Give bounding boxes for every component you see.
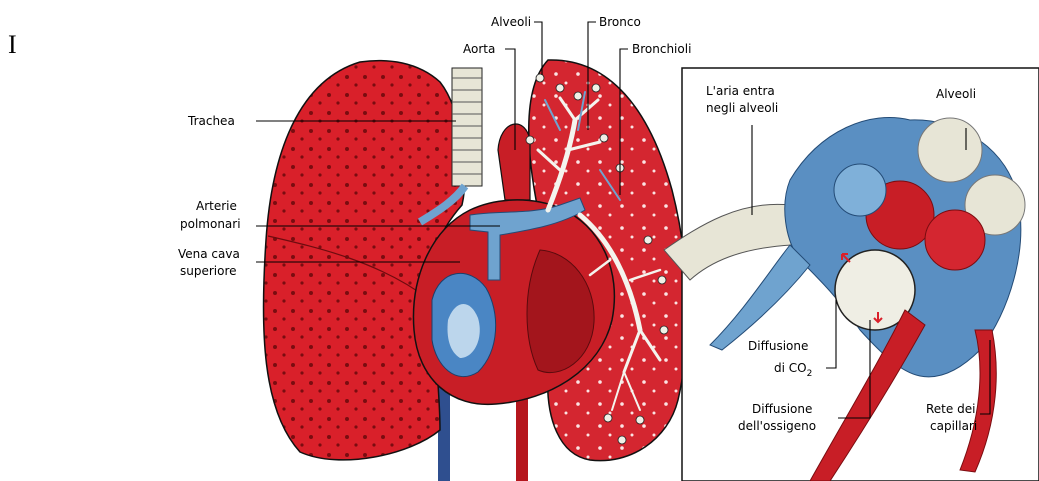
label-arterie-1: Arterie	[196, 199, 237, 213]
label-ossigeno-2: dell'ossigeno	[738, 419, 816, 433]
trachea	[452, 68, 482, 186]
label-aria-1: L'aria entra	[706, 84, 775, 98]
label-co2-main: di CO	[774, 361, 807, 375]
label-rete-2: capillari	[930, 419, 977, 433]
label-vena-1: Vena cava	[178, 247, 240, 261]
label-rete-1: Rete dei	[926, 402, 975, 416]
label-alveoli-top: Alveoli	[491, 15, 531, 29]
label-aorta: Aorta	[463, 42, 495, 56]
aorta	[498, 124, 530, 200]
label-co2-subscript: 2	[807, 369, 813, 379]
label-vena-2: superiore	[180, 264, 237, 278]
label-ossigeno-1: Diffusione	[752, 402, 812, 416]
label-aria-2: negli alveoli	[706, 101, 778, 115]
label-bronco: Bronco	[599, 15, 641, 29]
label-arterie-2: polmonari	[180, 217, 241, 231]
label-bronchioli: Bronchioli	[632, 42, 691, 56]
label-trachea: Trachea	[187, 114, 235, 128]
label-co2-1: Diffusione	[748, 339, 808, 353]
label-alveoli-right: Alveoli	[936, 87, 976, 101]
